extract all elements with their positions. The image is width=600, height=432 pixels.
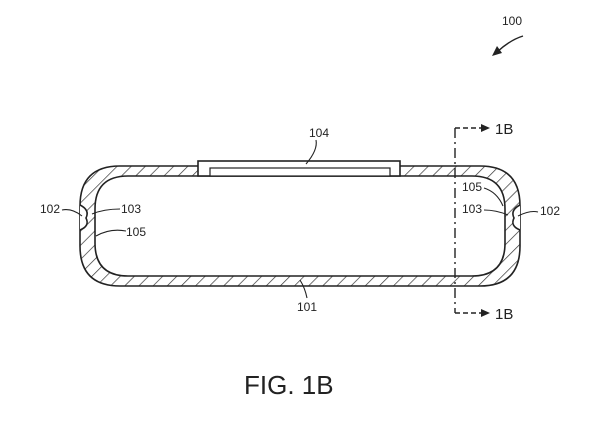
leader-104 (305, 139, 317, 165)
section-label-bottom: 1B (495, 306, 513, 323)
section-arrowhead-top (481, 124, 490, 132)
leader-103-right (483, 209, 509, 216)
label-101: 101 (297, 300, 317, 314)
label-105-right: 105 (462, 180, 482, 194)
ref-arrow-100 (496, 35, 524, 53)
section-arrowhead-bottom (481, 309, 490, 317)
leader-102-left (61, 209, 83, 217)
ref-arrowhead-100 (492, 46, 502, 56)
label-103-right: 103 (462, 202, 482, 216)
figure-caption: FIG. 1B (244, 370, 334, 400)
leader-105-right (483, 187, 504, 207)
leader-101 (299, 279, 308, 299)
cover-panel-inner-step (209, 167, 391, 177)
label-104: 104 (309, 126, 329, 140)
leader-102-right (517, 210, 539, 217)
housing-wall (79, 165, 521, 287)
label-105-left: 105 (126, 225, 146, 239)
label-102-left: 102 (40, 202, 60, 216)
right-notch (512, 204, 521, 231)
label-102-right: 102 (540, 204, 560, 218)
label-100: 100 (502, 14, 522, 28)
left-notch (79, 204, 88, 231)
section-label-top: 1B (495, 121, 513, 138)
label-103-left: 103 (121, 202, 141, 216)
leader-105-left (95, 229, 127, 237)
leader-103-left (91, 208, 121, 215)
